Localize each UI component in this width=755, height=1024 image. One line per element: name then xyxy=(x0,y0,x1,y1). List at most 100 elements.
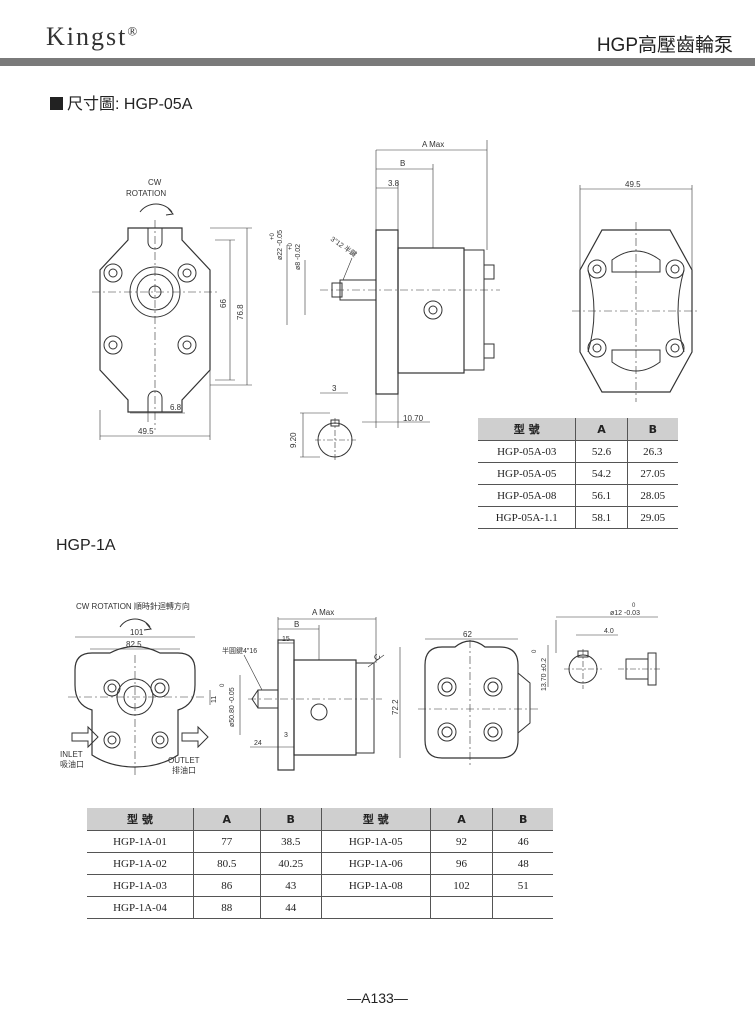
brand-logo: Kingst® xyxy=(46,22,139,52)
cell-b: 29.05 xyxy=(626,506,678,529)
dim-b: B xyxy=(400,159,405,168)
cell-a: 54.2 xyxy=(575,462,628,485)
dim-49-5: 49.5 xyxy=(138,427,154,436)
registered-mark: ® xyxy=(127,23,140,39)
dim-11: 11 xyxy=(211,696,218,703)
cell-a-2 xyxy=(429,896,493,919)
cell-b: 43 xyxy=(259,874,322,897)
dim-phi-22: ø22 -0.05 xyxy=(277,230,284,260)
inlet-label: INLET xyxy=(60,750,83,759)
dim-a-max-1a: A Max xyxy=(312,608,334,617)
dim-15: 15 xyxy=(282,636,290,643)
outlet-cn-label: 排油口 xyxy=(172,765,196,775)
col-b: B xyxy=(259,808,322,831)
cell-b: 28.05 xyxy=(626,484,678,507)
section-title-hgp05a: 尺寸圖: HGP-05A xyxy=(50,90,192,114)
rotation-label: ROTATION xyxy=(126,189,166,198)
hgp05a-side-view: A Max B 3.8 ø22 -0.05 +0 ø8 -0.02 +0 3"1… xyxy=(270,140,500,462)
cell-model-2 xyxy=(320,896,431,919)
cell-b-2: 51 xyxy=(492,874,553,897)
cell-b: 26.3 xyxy=(626,440,678,463)
dim-phi-22-tol: +0 xyxy=(270,232,276,240)
cell-b: 38.5 xyxy=(259,830,322,853)
cell-a: 52.6 xyxy=(575,440,628,463)
section-title-hgp1a: HGP-1A xyxy=(56,537,116,554)
dim-phi-12: ø12 -0.03 xyxy=(610,610,640,617)
cell-a: 86 xyxy=(192,874,261,897)
dim-62: 62 xyxy=(463,630,472,639)
col-a-2: A xyxy=(429,808,493,831)
cell-a: 56.1 xyxy=(575,484,628,507)
hgp1a-rear-view: 62 72.2 xyxy=(391,630,540,767)
cell-model: HGP-05A-03 xyxy=(478,440,576,463)
dim-phi-12-tol: 0 xyxy=(632,603,636,609)
col-a: A xyxy=(192,808,261,831)
dim-3-8: 3.8 xyxy=(388,179,400,188)
cell-a-2: 92 xyxy=(429,830,493,853)
cell-b-2 xyxy=(492,896,553,919)
dim-76-8: 76.8 xyxy=(236,304,245,320)
dim-3: 3 xyxy=(332,384,337,393)
col-b: B xyxy=(626,418,678,441)
cell-a: 77 xyxy=(192,830,261,853)
cw-label: CW xyxy=(148,178,162,187)
cw-rotation-label: CW ROTATION 順時針迴轉方向 xyxy=(76,601,190,611)
cell-model: HGP-1A-03 xyxy=(87,874,194,897)
page-number: —A133— xyxy=(347,990,408,1006)
dim-3-1a: 3 xyxy=(284,732,288,739)
hgp05a-front-view: CW ROTATION 49.5 6.8 66 76.8 xyxy=(92,178,252,440)
cell-model: HGP-1A-01 xyxy=(87,830,194,853)
table-header-row: 型 號 A B xyxy=(478,418,678,441)
dim-9-20: 9.20 xyxy=(289,432,298,448)
cell-a: 88 xyxy=(192,896,261,919)
dim-72-2: 72.2 xyxy=(391,699,400,715)
product-title: HGP高壓齒輪泵 xyxy=(596,35,733,56)
cell-model-2: HGP-1A-08 xyxy=(320,874,431,897)
inlet-arrow-icon xyxy=(71,725,99,749)
table-header-row: 型 號 A B 型 號 A B xyxy=(87,808,553,831)
col-model: 型 號 xyxy=(478,418,576,441)
dim-phi-50-tol: 0 xyxy=(220,683,226,687)
cell-model: HGP-1A-04 xyxy=(87,896,194,919)
cell-model-2: HGP-1A-06 xyxy=(320,852,431,875)
cell-model: HGP-1A-02 xyxy=(87,852,194,875)
col-model-2: 型 號 xyxy=(320,808,431,831)
dim-13-70-tol: 0 xyxy=(532,649,538,653)
dim-66: 66 xyxy=(219,299,228,308)
dim-6-8: 6.8 xyxy=(170,403,182,412)
dim-a-max: A Max xyxy=(422,140,444,149)
dim-13-70: 13.70 ±0.2 xyxy=(541,658,548,691)
hgp1a-front-view: CW ROTATION 順時針迴轉方向 101 82.5 11 INLET 吸油… xyxy=(60,601,218,775)
cell-a-2: 102 xyxy=(429,874,493,897)
cell-b-2: 46 xyxy=(492,830,553,853)
cell-model: HGP-05A-1.1 xyxy=(478,506,576,529)
cell-a: 58.1 xyxy=(575,506,628,529)
header-bar xyxy=(0,58,755,66)
dim-49-5-rear: 49.5 xyxy=(625,180,641,189)
inlet-cn-label: 吸油口 xyxy=(60,759,84,769)
cell-a-2: 96 xyxy=(429,852,493,875)
brand-name: Kingst xyxy=(46,22,128,51)
hgp1a-shaft-detail: ø12 -0.03 0 4.0 13.70 ±0.2 0 xyxy=(532,603,662,691)
dim-key: 3"12 半鍵 xyxy=(329,234,359,259)
hgp1a-drawing: CW ROTATION 順時針迴轉方向 101 82.5 11 INLET 吸油… xyxy=(60,601,662,775)
col-a: A xyxy=(575,418,628,441)
dim-10-70: 10.70 xyxy=(403,414,424,423)
cell-b: 44 xyxy=(259,896,322,919)
dim-101: 101 xyxy=(130,628,144,637)
dim-phi-8-tol: +0 xyxy=(288,242,294,250)
dim-phi-50-80: ø50.80 -0.05 xyxy=(229,687,236,727)
dim-phi-8: ø8 -0.02 xyxy=(295,244,302,270)
dim-82-5: 82.5 xyxy=(126,640,142,649)
col-b-2: B xyxy=(492,808,553,831)
hgp05a-drawing: CW ROTATION 49.5 6.8 66 76.8 A Max B 3.8 xyxy=(92,140,700,462)
cell-b: 40.25 xyxy=(259,852,322,875)
